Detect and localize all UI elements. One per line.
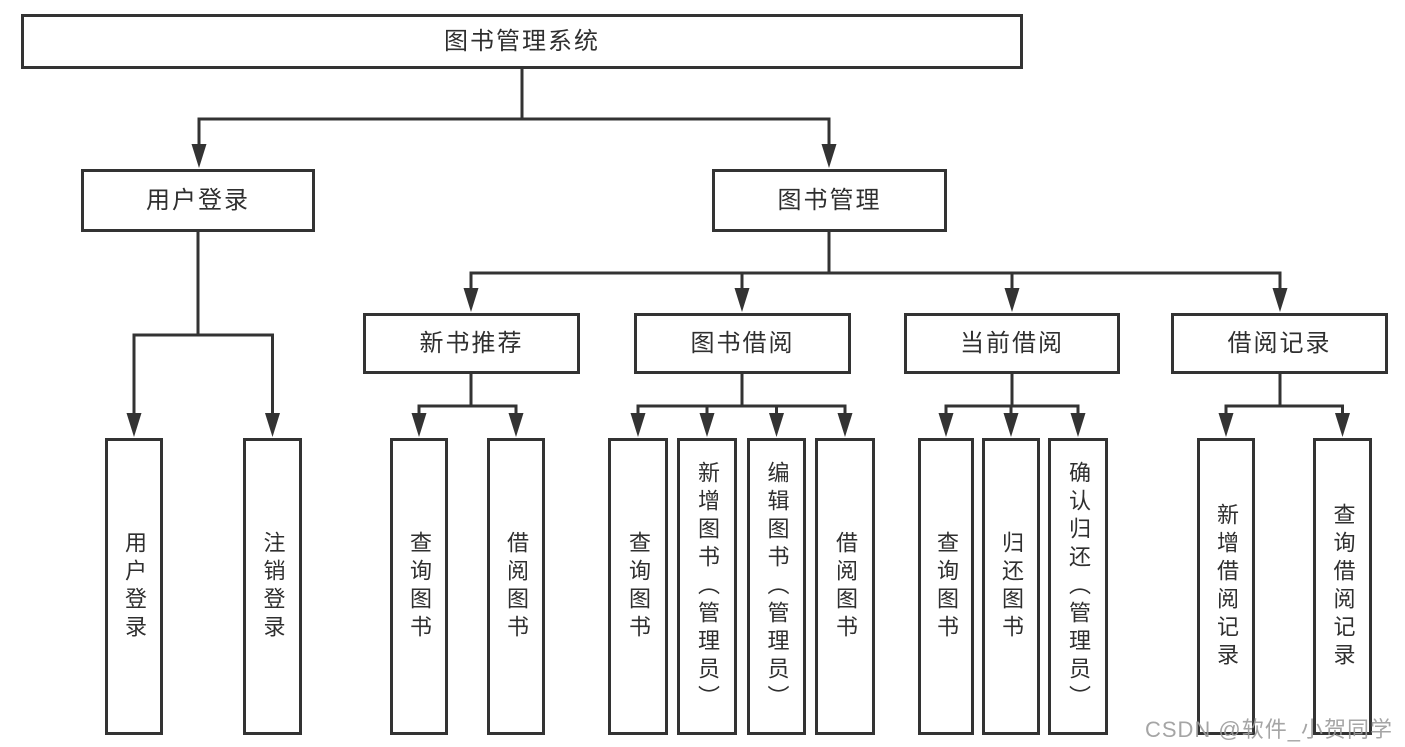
node-label: 图书管理 (777, 186, 882, 214)
node-leaf-add-borrow-record: 新增借阅记录 (1197, 438, 1255, 735)
node-leaf-query-books-recommend: 查询图书 (390, 438, 448, 735)
node-label: 用户登录 (122, 530, 147, 643)
node-new-book-recommend: 新书推荐 (363, 313, 580, 374)
node-label: 确认归还（管理员） (1066, 460, 1091, 713)
node-leaf-add-books-admin: 新增图书（管理员） (677, 438, 737, 735)
node-leaf-return-books: 归还图书 (982, 438, 1040, 735)
node-leaf-query-books-current: 查询图书 (918, 438, 974, 735)
node-label: 新增图书（管理员） (695, 460, 720, 713)
node-label: 新增借阅记录 (1214, 502, 1239, 671)
node-label: 借阅记录 (1227, 329, 1332, 357)
node-label: 图书管理系统 (444, 27, 600, 55)
node-leaf-logout: 注销登录 (243, 438, 302, 735)
node-label: 查询借阅记录 (1330, 502, 1356, 671)
node-user-login: 用户登录 (81, 169, 315, 232)
node-label: 当前借阅 (960, 329, 1064, 357)
node-label: 查询图书 (934, 530, 959, 643)
node-current-borrow: 当前借阅 (904, 313, 1120, 374)
arrowheads (126, 144, 1350, 437)
node-label: 查询图书 (626, 530, 651, 643)
node-label: 借阅图书 (833, 530, 858, 643)
node-label: 图书借阅 (690, 329, 795, 357)
node-leaf-query-borrow-record: 查询借阅记录 (1313, 438, 1372, 735)
node-label: 注销登录 (260, 530, 286, 643)
node-library-management-system: 图书管理系统 (21, 14, 1023, 69)
watermark: CSDN @软件_小贺同学 (1144, 717, 1393, 742)
node-label: 查询图书 (407, 530, 432, 643)
node-leaf-user-login: 用户登录 (105, 438, 163, 735)
node-leaf-borrow-books-recommend: 借阅图书 (487, 438, 545, 735)
node-book-management: 图书管理 (712, 169, 947, 232)
node-borrow-records: 借阅记录 (1171, 313, 1388, 374)
node-book-borrow: 图书借阅 (634, 313, 851, 374)
node-leaf-query-books-borrow: 查询图书 (608, 438, 668, 735)
node-leaf-edit-books-admin: 编辑图书（管理员） (747, 438, 806, 735)
node-leaf-confirm-return-admin: 确认归还（管理员） (1048, 438, 1108, 735)
node-label: 借阅图书 (504, 530, 529, 643)
node-leaf-borrow-books: 借阅图书 (815, 438, 875, 735)
node-label: 用户登录 (146, 186, 250, 214)
node-label: 归还图书 (999, 530, 1024, 643)
node-label: 编辑图书（管理员） (764, 460, 790, 713)
node-label: 新书推荐 (419, 329, 524, 357)
